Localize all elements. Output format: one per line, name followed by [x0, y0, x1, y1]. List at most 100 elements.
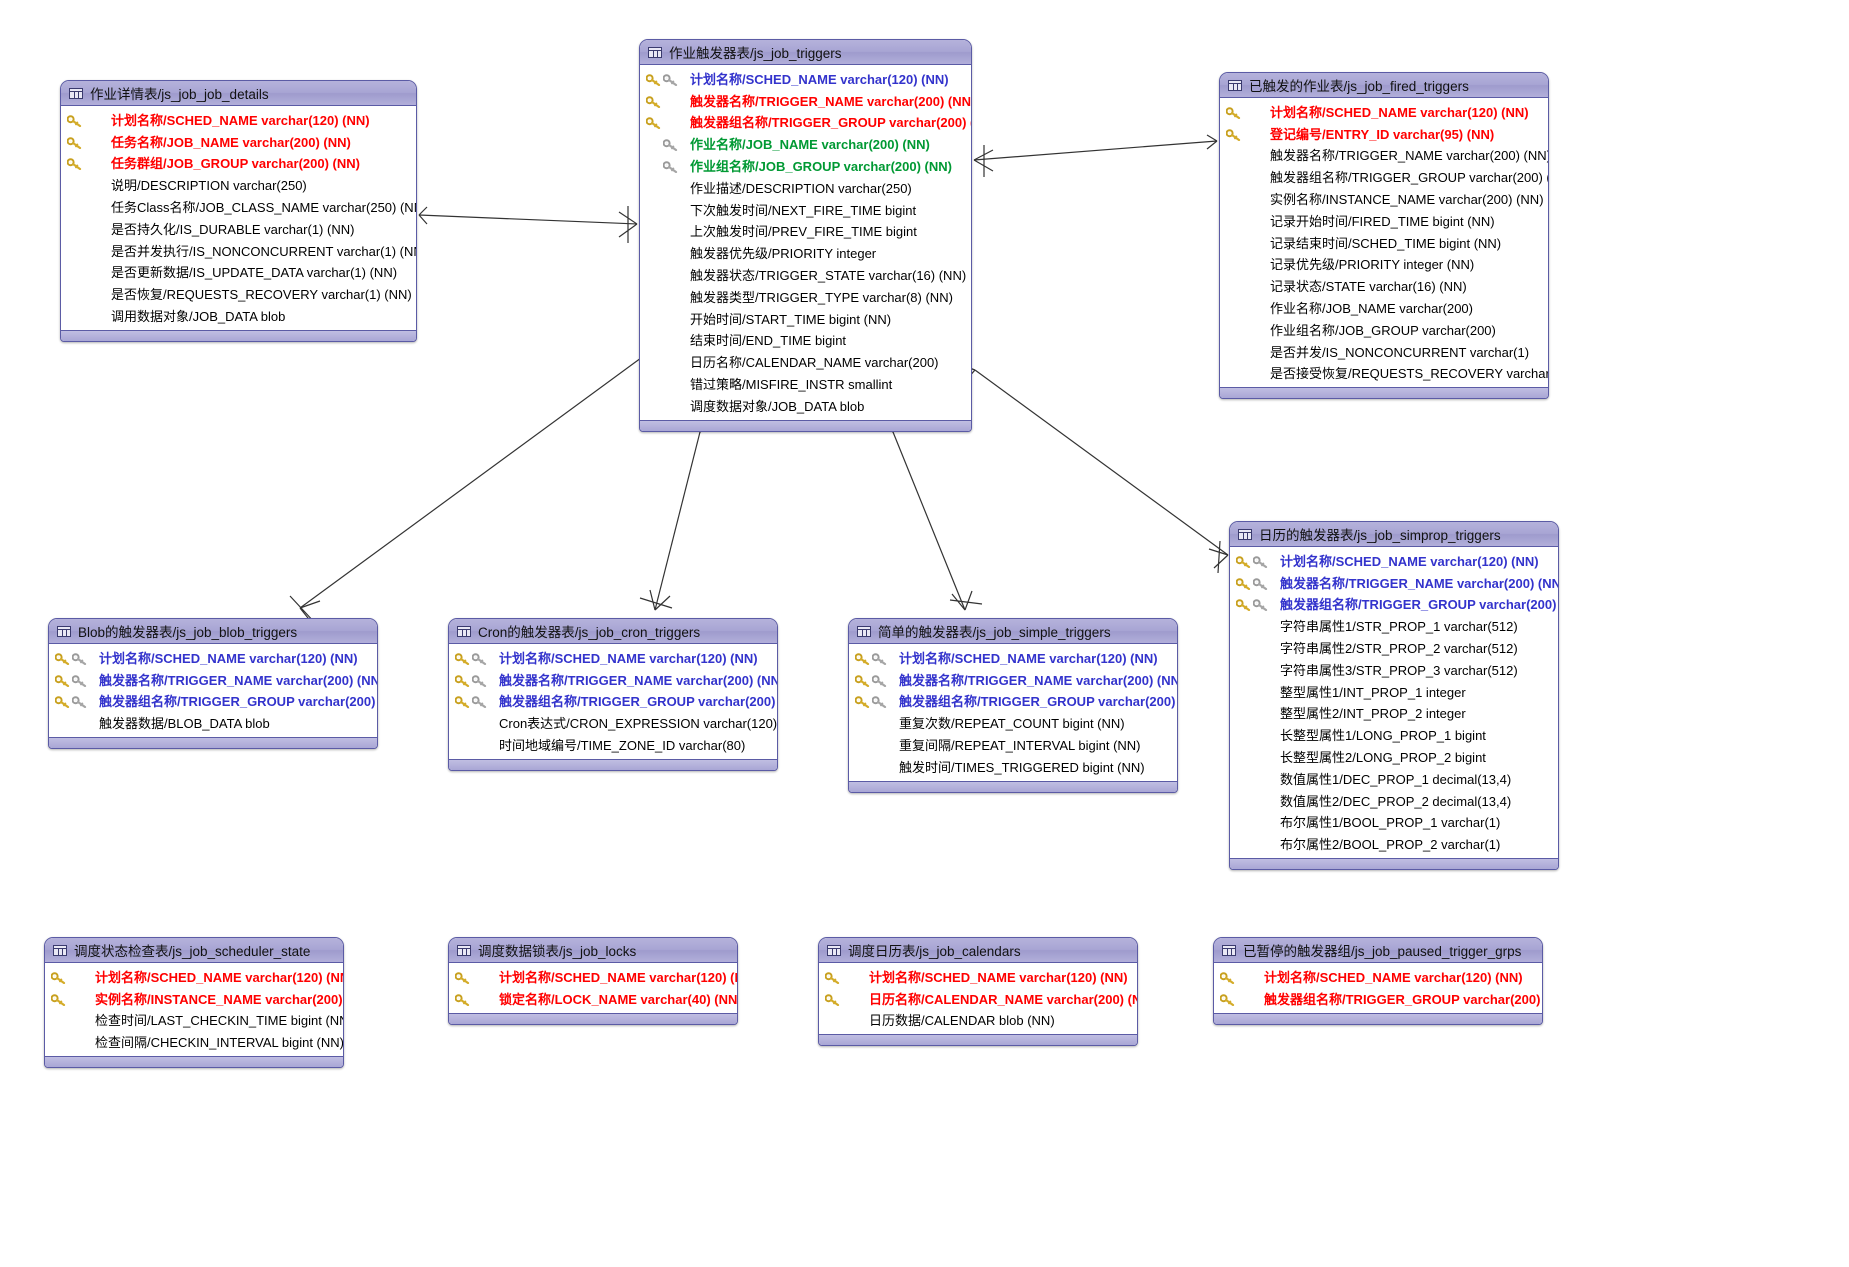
field-row[interactable]: 数值属性1/DEC_PROP_1 decimal(13,4) [1230, 769, 1558, 791]
field-row[interactable]: 计划名称/SCHED_NAME varchar(120) (NN) [640, 69, 971, 91]
table-header-job_calendars[interactable]: 调度日历表/js_job_calendars [819, 938, 1137, 963]
field-row[interactable]: 触发器组名称/TRIGGER_GROUP varchar(200) (NN) [1230, 595, 1558, 617]
entity-table-job_cron_triggers[interactable]: Cron的触发器表/js_job_cron_triggers 计划名称/SCHED… [448, 618, 778, 771]
field-row[interactable]: 登记编号/ENTRY_ID varchar(95) (NN) [1220, 124, 1548, 146]
field-row[interactable]: 是否持久化/IS_DURABLE varchar(1) (NN) [61, 219, 416, 241]
entity-table-job_simprop_triggers[interactable]: 日历的触发器表/js_job_simprop_triggers 计划名称/SCHE… [1229, 521, 1559, 871]
field-row[interactable]: 作业名称/JOB_NAME varchar(200) [1220, 298, 1548, 320]
entity-table-job_locks[interactable]: 调度数据锁表/js_job_locks 计划名称/SCHED_NAME varch… [448, 937, 738, 1025]
table-header-job_cron_triggers[interactable]: Cron的触发器表/js_job_cron_triggers [449, 619, 777, 644]
field-row[interactable]: 重复次数/REPEAT_COUNT bigint (NN) [849, 713, 1177, 735]
entity-table-job_blob_triggers[interactable]: Blob的触发器表/js_job_blob_triggers 计划名称/SCHED… [48, 618, 378, 750]
field-row[interactable]: 触发器组名称/TRIGGER_GROUP varchar(200) (NN) [1220, 167, 1548, 189]
field-row[interactable]: 任务Class名称/JOB_CLASS_NAME varchar(250) (N… [61, 197, 416, 219]
field-row[interactable]: 计划名称/SCHED_NAME varchar(120) (NN) [45, 967, 343, 989]
field-row[interactable]: 长整型属性1/LONG_PROP_1 bigint [1230, 725, 1558, 747]
field-row[interactable]: 字符串属性1/STR_PROP_1 varchar(512) [1230, 616, 1558, 638]
field-row[interactable]: 触发器组名称/TRIGGER_GROUP varchar(200) (NN) [449, 692, 777, 714]
table-header-job_fired_triggers[interactable]: 已触发的作业表/js_job_fired_triggers [1220, 73, 1548, 98]
entity-table-job_fired_triggers[interactable]: 已触发的作业表/js_job_fired_triggers 计划名称/SCHED_… [1219, 72, 1549, 400]
field-row[interactable]: 记录优先级/PRIORITY integer (NN) [1220, 255, 1548, 277]
field-row[interactable]: 作业描述/DESCRIPTION varchar(250) [640, 178, 971, 200]
field-row[interactable]: 整型属性2/INT_PROP_2 integer [1230, 704, 1558, 726]
field-row[interactable]: 是否恢复/REQUESTS_RECOVERY varchar(1) (NN) [61, 284, 416, 306]
field-row[interactable]: 触发器名称/TRIGGER_NAME varchar(200) (NN) [1230, 573, 1558, 595]
entity-table-job_simple_triggers[interactable]: 简单的触发器表/js_job_simple_triggers 计划名称/SCHED… [848, 618, 1178, 793]
field-row[interactable]: 布尔属性1/BOOL_PROP_1 varchar(1) [1230, 813, 1558, 835]
field-row[interactable]: 实例名称/INSTANCE_NAME varchar(200) (NN) [1220, 189, 1548, 211]
field-row[interactable]: 计划名称/SCHED_NAME varchar(120) (NN) [449, 967, 737, 989]
field-row[interactable]: 开始时间/START_TIME bigint (NN) [640, 309, 971, 331]
field-row[interactable]: 是否并发/IS_NONCONCURRENT varchar(1) [1220, 342, 1548, 364]
field-row[interactable]: 上次触发时间/PREV_FIRE_TIME bigint [640, 222, 971, 244]
field-row[interactable]: 结束时间/END_TIME bigint [640, 331, 971, 353]
field-row[interactable]: 锁定名称/LOCK_NAME varchar(40) (NN) [449, 989, 737, 1011]
field-row[interactable]: 错过策略/MISFIRE_INSTR smallint [640, 374, 971, 396]
field-row[interactable]: 触发器名称/TRIGGER_NAME varchar(200) (NN) [49, 670, 377, 692]
table-header-job_blob_triggers[interactable]: Blob的触发器表/js_job_blob_triggers [49, 619, 377, 644]
field-row[interactable]: 日历名称/CALENDAR_NAME varchar(200) [640, 352, 971, 374]
table-header-job_locks[interactable]: 调度数据锁表/js_job_locks [449, 938, 737, 963]
field-row[interactable]: 记录开始时间/FIRED_TIME bigint (NN) [1220, 211, 1548, 233]
entity-table-job_job_details[interactable]: 作业详情表/js_job_job_details 计划名称/SCHED_NAME … [60, 80, 417, 342]
field-row[interactable]: 触发时间/TIMES_TRIGGERED bigint (NN) [849, 757, 1177, 779]
table-header-job_paused_trigger_grps[interactable]: 已暂停的触发器组/js_job_paused_trigger_grps [1214, 938, 1542, 963]
entity-table-job_triggers[interactable]: 作业触发器表/js_job_triggers 计划名称/SCHED_NAME va… [639, 39, 972, 432]
field-row[interactable]: 字符串属性2/STR_PROP_2 varchar(512) [1230, 638, 1558, 660]
field-row[interactable]: 重复间隔/REPEAT_INTERVAL bigint (NN) [849, 735, 1177, 757]
field-row[interactable]: 日历名称/CALENDAR_NAME varchar(200) (NN) [819, 989, 1137, 1011]
entity-table-job_calendars[interactable]: 调度日历表/js_job_calendars 计划名称/SCHED_NAME va… [818, 937, 1138, 1047]
entity-table-job_paused_trigger_grps[interactable]: 已暂停的触发器组/js_job_paused_trigger_grps 计划名称/… [1213, 937, 1543, 1025]
field-row[interactable]: 计划名称/SCHED_NAME varchar(120) (NN) [49, 648, 377, 670]
table-header-job_job_details[interactable]: 作业详情表/js_job_job_details [61, 81, 416, 106]
field-row[interactable]: 字符串属性3/STR_PROP_3 varchar(512) [1230, 660, 1558, 682]
field-row[interactable]: 检查间隔/CHECKIN_INTERVAL bigint (NN) [45, 1032, 343, 1054]
field-row[interactable]: 触发器组名称/TRIGGER_GROUP varchar(200) (NN) [49, 692, 377, 714]
table-header-job_simprop_triggers[interactable]: 日历的触发器表/js_job_simprop_triggers [1230, 522, 1558, 547]
field-row[interactable]: 计划名称/SCHED_NAME varchar(120) (NN) [1214, 967, 1542, 989]
field-row[interactable]: 计划名称/SCHED_NAME varchar(120) (NN) [1220, 102, 1548, 124]
field-row[interactable]: 触发器状态/TRIGGER_STATE varchar(16) (NN) [640, 265, 971, 287]
field-row[interactable]: 作业组名称/JOB_GROUP varchar(200) [1220, 320, 1548, 342]
field-row[interactable]: 计划名称/SCHED_NAME varchar(120) (NN) [61, 110, 416, 132]
field-row[interactable]: 是否更新数据/IS_UPDATE_DATA varchar(1) (NN) [61, 263, 416, 285]
field-row[interactable]: 记录状态/STATE varchar(16) (NN) [1220, 276, 1548, 298]
field-row[interactable]: Cron表达式/CRON_EXPRESSION varchar(120) (NN… [449, 713, 777, 735]
field-row[interactable]: 触发器数据/BLOB_DATA blob [49, 713, 377, 735]
field-row[interactable]: 触发器名称/TRIGGER_NAME varchar(200) (NN) [640, 91, 971, 113]
field-row[interactable]: 时间地域编号/TIME_ZONE_ID varchar(80) [449, 735, 777, 757]
entity-table-job_scheduler_state[interactable]: 调度状态检查表/js_job_scheduler_state 计划名称/SCHED… [44, 937, 344, 1069]
field-row[interactable]: 触发器类型/TRIGGER_TYPE varchar(8) (NN) [640, 287, 971, 309]
field-row[interactable]: 记录结束时间/SCHED_TIME bigint (NN) [1220, 233, 1548, 255]
field-row[interactable]: 调用数据对象/JOB_DATA blob [61, 306, 416, 328]
field-row[interactable]: 数值属性2/DEC_PROP_2 decimal(13,4) [1230, 791, 1558, 813]
table-header-job_scheduler_state[interactable]: 调度状态检查表/js_job_scheduler_state [45, 938, 343, 963]
field-row[interactable]: 触发器名称/TRIGGER_NAME varchar(200) (NN) [449, 670, 777, 692]
field-row[interactable]: 作业组名称/JOB_GROUP varchar(200) (NN) [640, 156, 971, 178]
field-row[interactable]: 任务名称/JOB_NAME varchar(200) (NN) [61, 132, 416, 154]
field-row[interactable]: 下次触发时间/NEXT_FIRE_TIME bigint [640, 200, 971, 222]
field-row[interactable]: 触发器组名称/TRIGGER_GROUP varchar(200) (NN) [1214, 989, 1542, 1011]
field-row[interactable]: 触发器组名称/TRIGGER_GROUP varchar(200) (NN) [640, 113, 971, 135]
field-row[interactable]: 是否接受恢复/REQUESTS_RECOVERY varchar(1) [1220, 364, 1548, 386]
field-row[interactable]: 任务群组/JOB_GROUP varchar(200) (NN) [61, 154, 416, 176]
field-row[interactable]: 说明/DESCRIPTION varchar(250) [61, 175, 416, 197]
field-row[interactable]: 作业名称/JOB_NAME varchar(200) (NN) [640, 134, 971, 156]
field-row[interactable]: 计划名称/SCHED_NAME varchar(120) (NN) [1230, 551, 1558, 573]
field-row[interactable]: 是否并发执行/IS_NONCONCURRENT varchar(1) (NN) [61, 241, 416, 263]
field-row[interactable]: 触发器名称/TRIGGER_NAME varchar(200) (NN) [1220, 146, 1548, 168]
field-row[interactable]: 计划名称/SCHED_NAME varchar(120) (NN) [849, 648, 1177, 670]
field-row[interactable]: 整型属性1/INT_PROP_1 integer [1230, 682, 1558, 704]
field-row[interactable]: 检查时间/LAST_CHECKIN_TIME bigint (NN) [45, 1011, 343, 1033]
field-row[interactable]: 布尔属性2/BOOL_PROP_2 varchar(1) [1230, 834, 1558, 856]
table-header-job_simple_triggers[interactable]: 简单的触发器表/js_job_simple_triggers [849, 619, 1177, 644]
field-row[interactable]: 触发器组名称/TRIGGER_GROUP varchar(200) (NN) [849, 692, 1177, 714]
field-row[interactable]: 日历数据/CALENDAR blob (NN) [819, 1011, 1137, 1033]
field-row[interactable]: 实例名称/INSTANCE_NAME varchar(200) (NN) [45, 989, 343, 1011]
field-row[interactable]: 触发器优先级/PRIORITY integer [640, 243, 971, 265]
field-row[interactable]: 计划名称/SCHED_NAME varchar(120) (NN) [819, 967, 1137, 989]
field-row[interactable]: 触发器名称/TRIGGER_NAME varchar(200) (NN) [849, 670, 1177, 692]
field-row[interactable]: 计划名称/SCHED_NAME varchar(120) (NN) [449, 648, 777, 670]
table-header-job_triggers[interactable]: 作业触发器表/js_job_triggers [640, 40, 971, 65]
field-row[interactable]: 长整型属性2/LONG_PROP_2 bigint [1230, 747, 1558, 769]
